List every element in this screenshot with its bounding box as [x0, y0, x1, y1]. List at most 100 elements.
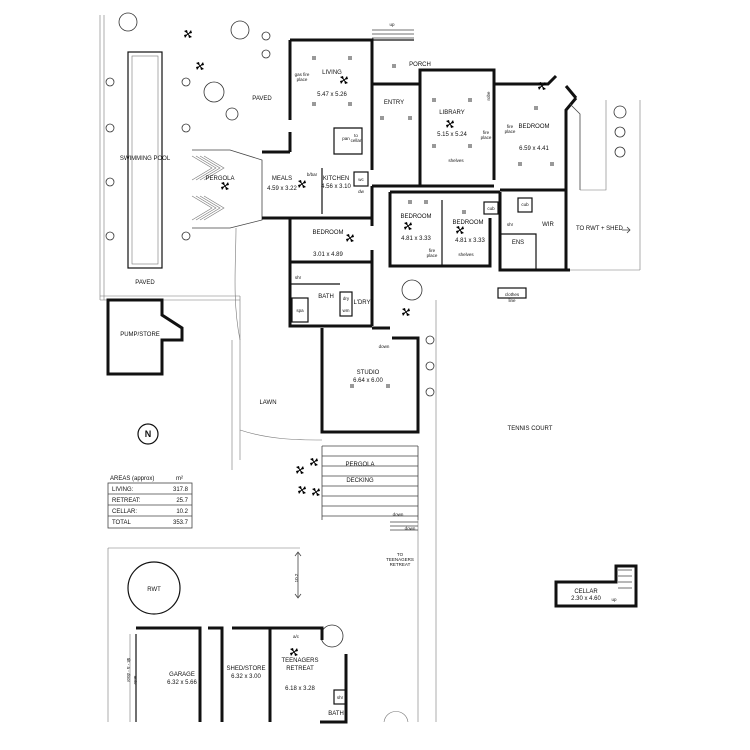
bedroom3-name: BEDROOM — [400, 214, 431, 220]
dry-label: dry — [343, 296, 350, 301]
area-value-0: 317.8 — [173, 487, 189, 493]
kitchen-name: KITCHEN — [323, 176, 349, 182]
teen-dims: 6.18 x 3.28 — [285, 686, 315, 692]
bbar-label: b/bar — [307, 172, 318, 177]
pergola2-label: PERGOLA — [345, 462, 374, 468]
cub2-label: cub — [521, 202, 529, 207]
tennis-label: TENNIS COURT — [508, 426, 553, 432]
garage-door-2: auto — [133, 676, 138, 685]
areas-table: AREAS (approx) m² LIVING: 317.8 RETREAT:… — [107, 476, 193, 529]
pump-store: PUMP/STORE — [106, 298, 184, 376]
garage-door: tilt - a - door — [126, 658, 131, 683]
library-shelves: shelves — [448, 158, 464, 163]
areas-unit: m² — [176, 476, 183, 482]
light-fittings — [312, 56, 554, 388]
north-arrow: N — [137, 423, 159, 445]
meals-name: MEALS — [272, 176, 292, 182]
area-label-0: LIVING: — [112, 487, 134, 493]
main-house: LIVING 5.47 x 5.26 gas fire place up POR… — [239, 22, 631, 567]
dim-label: 10.2 — [294, 573, 299, 582]
studio-dims: 6.64 x 6.00 — [353, 378, 383, 384]
library-fire1: fire — [483, 130, 490, 135]
pool-label: SWIMMING POOL — [120, 156, 171, 162]
paved-label-1: PAVED — [252, 96, 272, 102]
bedroom3-fire2: place — [427, 253, 438, 258]
area-label-2: CELLAR: — [112, 509, 137, 515]
bath-teen: BATH — [328, 711, 344, 717]
to-teen-2: TEENAGERS — [386, 557, 414, 562]
wir-label: WIR — [542, 222, 554, 228]
bedroom2-dims: 3.01 x 4.89 — [313, 252, 343, 258]
cellar: CELLAR 2.30 x 4.60 up — [554, 564, 638, 608]
library-robe: robe — [486, 91, 491, 101]
area-value-2: 10.2 — [176, 509, 188, 515]
porch-label: PORCH — [409, 62, 431, 68]
gas-fire-line2: place — [297, 77, 308, 82]
to-rwt-label: TO RWT + SHED — [576, 226, 624, 232]
shed-name: SHED/STORE — [227, 666, 266, 672]
bedroom1-fire2: place — [505, 129, 516, 134]
clothes2: line — [508, 298, 516, 303]
entry-label: ENTRY — [384, 100, 404, 106]
shr-teen: shr — [337, 695, 344, 700]
decking-label: DECKING — [346, 478, 374, 484]
library-fire2: place — [481, 135, 492, 140]
pan-label: pan — [342, 136, 350, 141]
rwt-tank: RWT — [127, 561, 181, 615]
to-cellar-2: cellar — [351, 138, 362, 143]
gas-fire-line1: gas fire — [295, 72, 310, 77]
rwt-label: RWT — [147, 587, 161, 593]
down3-label: down — [405, 526, 416, 531]
studio-name: STUDIO — [357, 370, 380, 376]
kitchen-dims: 4.56 x 3.10 — [321, 184, 351, 190]
shed-dims: 6.32 x 3.00 — [231, 674, 261, 680]
down2-label: down — [393, 512, 404, 517]
library-dims: 5.15 x 5.24 — [437, 132, 467, 138]
dimension-10-2: 10.2 — [294, 551, 302, 599]
shr-bath: shr — [295, 275, 302, 280]
bedroom1-dims: 6.59 x 4.41 — [519, 146, 549, 152]
teen-name: TEENAGERS — [281, 658, 318, 664]
cub1-label: cub — [487, 206, 495, 211]
bedroom3-dims: 4.81 x 3.33 — [401, 236, 431, 242]
cellar-up: up — [611, 597, 617, 602]
area-total-label: TOTAL — [112, 520, 131, 526]
up-top: up — [389, 22, 395, 27]
lawn-label: LAWN — [259, 400, 276, 406]
pergola-steps: PERGOLA PAVED — [191, 96, 272, 341]
site-boundary — [99, 15, 641, 722]
swimming-pool: SWIMMING POOL PAVED — [120, 51, 171, 286]
clothes1: clothes — [505, 292, 520, 297]
down1-label: down — [379, 344, 390, 349]
meals-dims: 4.59 x 3.22 — [267, 186, 297, 192]
area-value-1: 25.7 — [176, 498, 188, 504]
spa-label: spa — [296, 308, 304, 313]
living-name: LIVING — [322, 70, 342, 76]
area-total-value: 353.7 — [173, 520, 189, 526]
outbuildings: tilt - a - door auto GARAGE 6.32 x 5.66 … — [126, 626, 409, 724]
cellar-name: CELLAR — [574, 589, 598, 595]
teen-name2: RETREAT — [286, 666, 314, 672]
cellar-dims: 2.30 x 4.60 — [571, 596, 601, 602]
ldry-label: L'DRY — [353, 300, 370, 306]
ens-label: ENS — [512, 240, 524, 246]
paved-label-2: PAVED — [135, 280, 155, 286]
garage-dims: 6.32 x 5.66 — [167, 680, 197, 686]
area-label-1: RETREAT: — [112, 498, 141, 504]
bedroom4-shelves: shelves — [458, 252, 474, 257]
wc-k-label: wc — [358, 177, 364, 182]
dw-label: dw — [358, 189, 365, 194]
to-teen-3: RETREAT — [390, 562, 411, 567]
bedroom2-name: BEDROOM — [312, 230, 343, 236]
library-name: LIBRARY — [439, 110, 465, 116]
to-teen-1: TO — [397, 552, 404, 557]
bedroom1-name: BEDROOM — [518, 124, 549, 130]
to-cellar-1: to — [354, 133, 358, 138]
shr-ens: shr — [507, 222, 514, 227]
living-dims: 5.47 x 5.26 — [317, 92, 347, 98]
areas-title: AREAS (approx) — [110, 476, 154, 482]
pergola-label-1: PERGOLA — [205, 176, 234, 182]
bedroom4-name: BEDROOM — [452, 220, 483, 226]
bedroom1-fire1: fire — [507, 124, 514, 129]
